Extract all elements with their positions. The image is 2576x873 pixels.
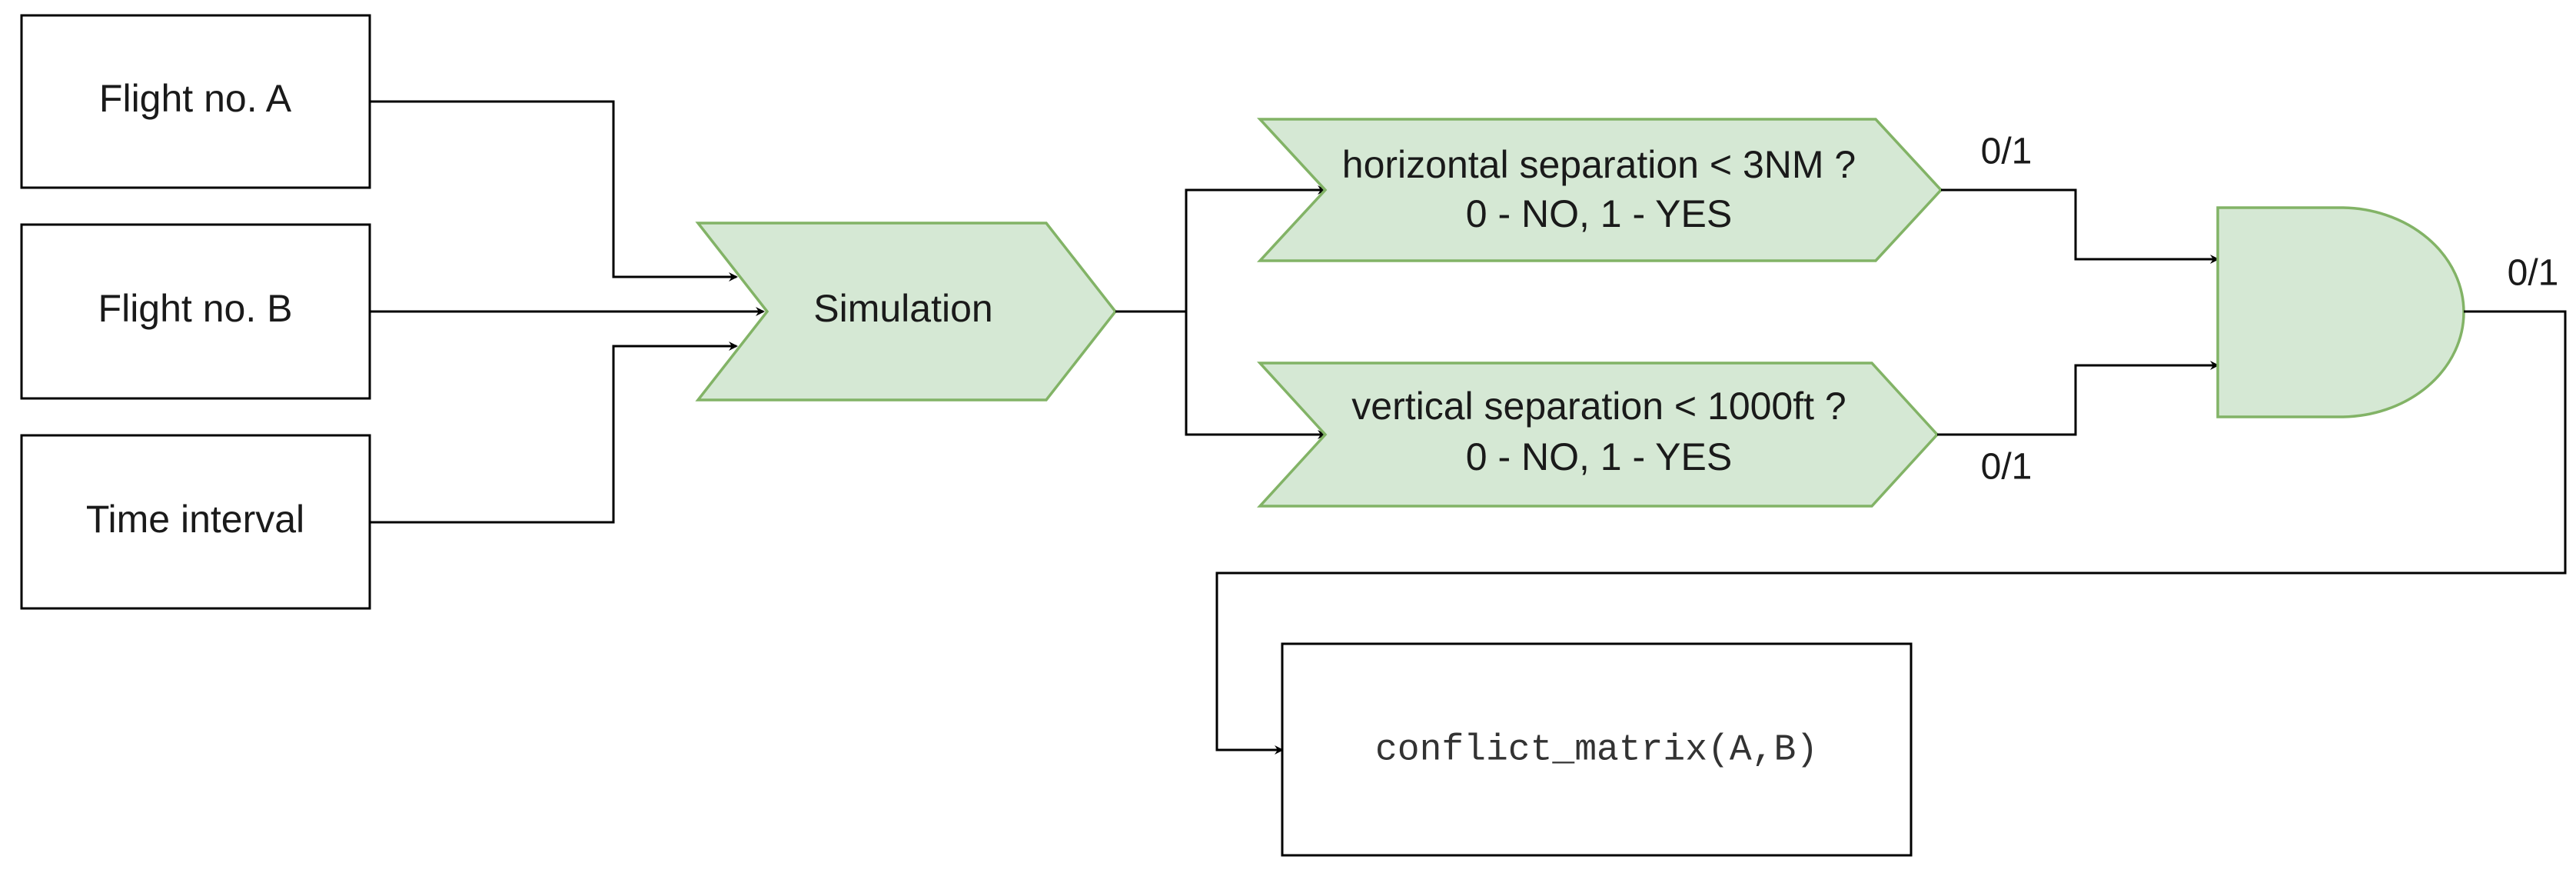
input-box-flight-b: Flight no. B [20,223,371,400]
flight-a-label: Flight no. A [99,77,292,120]
connector-flight-a [370,100,738,282]
connector-horizontal-to-and [1941,188,2219,264]
connector-and-to-output [1215,310,2567,755]
output-box-conflict-matrix: conflict_matrix(A,B) [1281,642,1913,857]
input-box-time-interval: Time interval [20,434,371,610]
conflict-matrix-label: conflict_matrix(A,B) [1375,730,1818,771]
connector-sim-to-vertical [1115,310,1327,439]
and-gate [2216,206,2465,418]
input-box-flight-a: Flight no. A [20,14,371,189]
horizontal-separation-check: horizontal separation < 3NM ? 0 - NO, 1 … [1257,118,1943,262]
horizontal-check-question: horizontal separation < 3NM ? [1342,143,1856,186]
connector-time-interval [370,342,738,524]
simulation-step: Simulation [695,222,1118,402]
connector-vertical-to-and [1937,361,2219,436]
time-interval-label: Time interval [86,498,304,541]
vertical-check-question: vertical separation < 1000ft ? [1351,385,1846,428]
horizontal-output-label: 0/1 [1981,132,2033,172]
simulation-label: Simulation [813,287,992,330]
horizontal-check-options: 0 - NO, 1 - YES [1466,192,1732,235]
vertical-separation-check: vertical separation < 1000ft ? 0 - NO, 1… [1257,362,1939,508]
flight-b-label: Flight no. B [98,287,293,330]
vertical-output-label: 0/1 [1981,447,2033,488]
and-output-label: 0/1 [2508,253,2559,294]
vertical-check-options: 0 - NO, 1 - YES [1466,435,1732,478]
